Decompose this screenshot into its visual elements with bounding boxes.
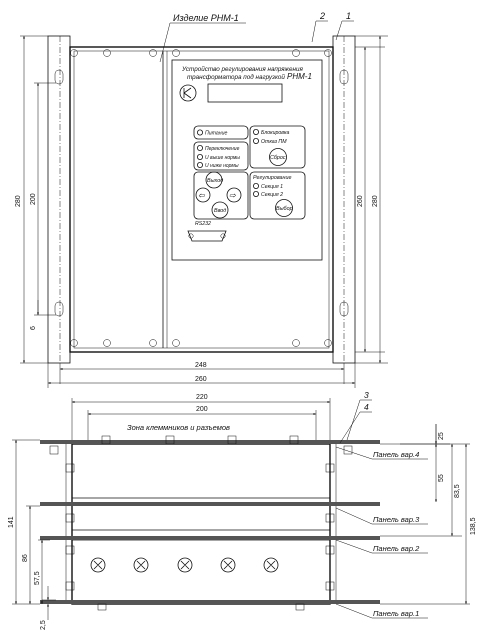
dim-200-bottom: 200 [196, 406, 208, 413]
dim-280-right: 280 [372, 195, 379, 207]
panel-label-var2: Панель вар.2 [373, 544, 420, 553]
pm-fault-led-icon [252, 137, 259, 144]
display-window [207, 83, 283, 103]
model-label: РНМ-1 [287, 72, 312, 81]
dim-83-5: 83,5 [454, 484, 461, 498]
dim-138-5: 138,5 [470, 517, 477, 535]
terminal-zone-label: Зона клеммников и разъемов [127, 423, 230, 432]
dim-6: 6 [30, 326, 37, 330]
enter-button-label: Ввод [214, 208, 226, 214]
dim-260-bottom: 260 [195, 376, 207, 383]
blocking-led-icon [252, 128, 259, 135]
above-norm-led-icon [196, 153, 203, 160]
callout-2: 2 [319, 11, 325, 21]
dim-86: 86 [22, 554, 29, 562]
dim-200: 200 [30, 193, 37, 205]
section2-label: Секция 2 [261, 192, 283, 198]
pm-fault-label: Отказ ПМ [261, 139, 287, 145]
mounting-panels [40, 440, 380, 604]
callout-4: 4 [364, 402, 369, 412]
section2-led-icon [252, 190, 259, 197]
enter-button[interactable] [211, 201, 229, 219]
top-view: Устройство регулирования напряжения тран… [15, 11, 388, 388]
rs232-connector-icon [187, 230, 227, 242]
below-norm-label: U ниже нормы [205, 163, 239, 169]
panel-title-line1: Устройство регулирования напряжения [181, 65, 303, 73]
dim-57-5: 57,5 [34, 571, 41, 585]
select-button-label: Выбор [276, 206, 293, 212]
power-led-icon [196, 129, 203, 136]
select-button[interactable] [275, 199, 293, 217]
right-arrow-icon: ⇨ [229, 191, 236, 200]
bracket-left [47, 35, 71, 364]
dim-280-left: 280 [15, 195, 22, 207]
above-norm-label: U выше нормы [205, 155, 240, 161]
exit-button-label: Выход [207, 178, 223, 184]
reset-button[interactable] [269, 148, 287, 166]
housing-side-view [71, 443, 331, 605]
panel-title-line2: трансформатора под нагрузкой [187, 73, 285, 81]
cable-glands [90, 557, 279, 573]
section1-label: Секция 1 [261, 184, 283, 190]
power-indicator-label: Питание [205, 131, 228, 137]
panel-label-var1: Панель вар.1 [373, 609, 419, 618]
below-norm-led-icon [196, 161, 203, 168]
section1-led-icon [252, 182, 259, 189]
left-arrow-icon: ⇦ [198, 191, 206, 200]
product-label: Изделие РНМ-1 [173, 13, 239, 23]
regulation-label: Регулирование [253, 175, 292, 181]
dim-220: 220 [196, 394, 208, 401]
rs232-label: RS232 [195, 221, 211, 227]
dim-260-right: 260 [357, 195, 364, 207]
right-arrow-button[interactable] [226, 187, 242, 203]
dim-248: 248 [195, 362, 207, 369]
logo-icon [179, 84, 197, 102]
bottom-view: 220 200 Зона клеммников и разъемов [8, 390, 477, 630]
blocking-label: Блокировка [261, 130, 289, 136]
reset-button-label: Сброс [270, 155, 286, 161]
panel-label-var4: Панель вар.4 [373, 450, 419, 459]
dim-25: 25 [438, 432, 445, 440]
dim-141: 141 [8, 516, 15, 528]
left-arrow-button[interactable] [195, 187, 211, 203]
exit-button[interactable] [205, 171, 223, 189]
callout-1: 1 [346, 11, 351, 21]
callout-3: 3 [364, 390, 369, 400]
switching-label: Переключение [205, 146, 240, 152]
dim-2-5: 2,5 [40, 620, 47, 630]
front-panel [171, 59, 323, 261]
switching-led-icon [196, 144, 203, 151]
dim-55: 55 [438, 474, 445, 482]
panel-label-var3: Панель вар.3 [373, 515, 420, 524]
